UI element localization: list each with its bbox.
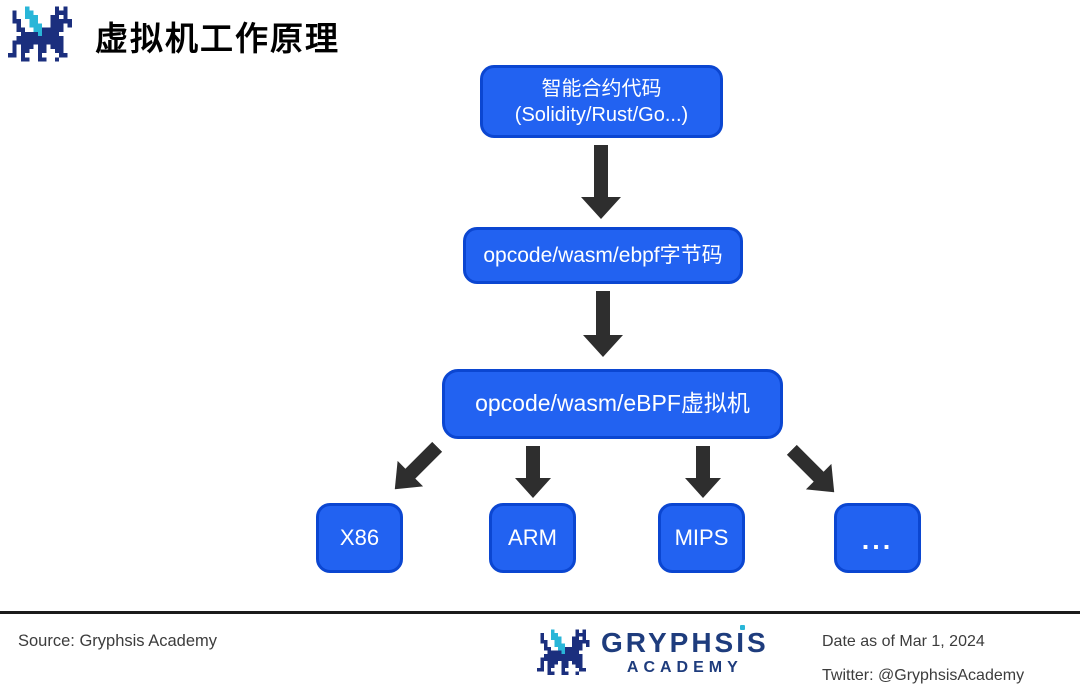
page-title: 虚拟机工作原理: [95, 22, 340, 58]
brand-name-left: GRYPHS: [601, 627, 737, 658]
gryphsis-dragon-icon: [8, 6, 76, 62]
flow-node-arm: ARM: [489, 503, 576, 573]
arrow-down-right-icon: [779, 437, 847, 505]
twitter-handle: Twitter: @GryphsisAcademy: [822, 667, 1025, 684]
footer-divider: [0, 611, 1080, 614]
flow-node-label: opcode/wasm/eBPF虚拟机: [475, 390, 750, 417]
flow-node-label: X86: [339, 524, 380, 550]
flow-node-label: ...: [861, 525, 894, 556]
brand-i-letter: I: [736, 627, 747, 658]
arrow-down-icon: [515, 446, 551, 498]
source-attribution: Source: Gryphsis Academy: [18, 632, 217, 650]
flow-node-x86: X86: [316, 503, 403, 573]
brand-name-i: I: [736, 625, 747, 658]
date-label: Date as of Mar 1, 2024: [822, 633, 985, 650]
flow-node-virtual-machine: opcode/wasm/eBPF虚拟机: [442, 369, 783, 439]
flow-node-label: MIPS: [674, 524, 729, 550]
flow-node-label-line1: 智能合约代码: [541, 77, 662, 100]
brand-i-dot: [740, 625, 746, 630]
flow-node-label: ARM: [508, 524, 557, 550]
flow-node-mips: MIPS: [658, 503, 745, 573]
arrow-down-icon: [581, 145, 621, 219]
brand-subtitle: ACADEMY: [626, 659, 743, 677]
flow-node-label: opcode/wasm/ebpf字节码: [483, 243, 723, 267]
brand-name-right: S: [747, 627, 769, 658]
flow-node-smart-contract-code: 智能合约代码 (Solidity/Rust/Go...): [480, 65, 723, 138]
flow-node-bytecode: opcode/wasm/ebpf字节码: [463, 227, 743, 284]
arrow-down-left-icon: [382, 434, 450, 502]
flow-node-more: ...: [834, 503, 921, 573]
flow-node-label-line2: (Solidity/Rust/Go...): [514, 103, 689, 126]
arrow-down-icon: [685, 446, 721, 498]
gryphsis-dragon-icon: [537, 629, 593, 675]
arrow-down-icon: [583, 291, 623, 357]
